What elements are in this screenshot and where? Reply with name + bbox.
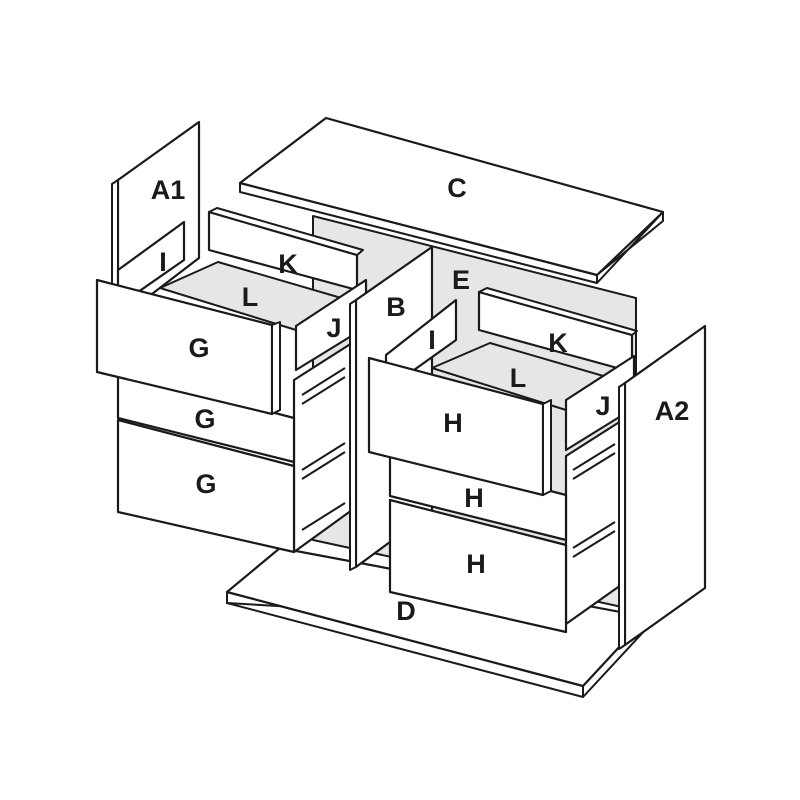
label-a1: A1 bbox=[151, 175, 186, 205]
label-g-lower: G bbox=[195, 469, 216, 499]
label-h-lower: H bbox=[466, 549, 486, 579]
right-drawer-group bbox=[367, 287, 638, 634]
label-h-middle: H bbox=[464, 483, 484, 513]
label-j-left: J bbox=[326, 313, 341, 343]
part-c-top bbox=[238, 116, 665, 284]
label-g-top: G bbox=[188, 333, 209, 363]
label-k-right: K bbox=[548, 328, 568, 358]
label-a2: A2 bbox=[655, 396, 690, 426]
part-h-front-lower bbox=[388, 498, 568, 634]
label-b: B bbox=[386, 292, 406, 322]
label-d: D bbox=[396, 596, 416, 626]
label-l-right: L bbox=[510, 363, 527, 393]
label-i-right: I bbox=[428, 325, 436, 355]
left-drawer-group bbox=[95, 207, 368, 554]
label-g-middle: G bbox=[194, 404, 215, 434]
label-i-left: I bbox=[159, 247, 167, 277]
label-l-left: L bbox=[242, 282, 259, 312]
label-e: E bbox=[452, 265, 470, 295]
part-a2-right-side bbox=[618, 324, 707, 650]
label-k-left: K bbox=[278, 249, 298, 279]
part-g-front-lower bbox=[116, 418, 296, 554]
label-c: C bbox=[447, 173, 467, 203]
label-j-right: J bbox=[595, 391, 610, 421]
label-h-top: H bbox=[443, 408, 463, 438]
